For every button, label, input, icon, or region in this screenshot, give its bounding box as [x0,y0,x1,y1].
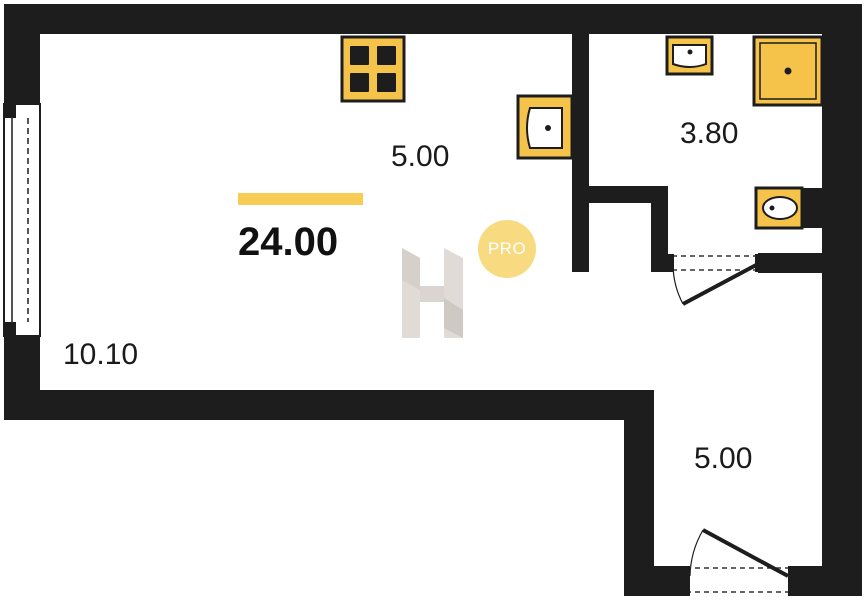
sink-icon [516,94,574,160]
logo-icon [402,248,463,338]
room-area-bathroom: 3.80 [680,117,739,150]
pro-badge: PRO [478,220,536,278]
total-area: 24.00 [238,220,339,264]
toilet-icon [754,186,822,230]
stove-icon [340,35,406,103]
walls [4,4,862,596]
room-area-hall: 5.00 [694,442,753,475]
room-area-living: 10.10 [63,338,139,371]
total-area-accent-bar [238,193,363,205]
door-swing-icon [668,254,761,306]
sink-icon [665,35,714,76]
room-area-kitchen: 5.00 [391,140,450,173]
door-swing-icon [682,528,796,596]
bathtub-icon [752,35,824,107]
window-icon [3,103,41,337]
